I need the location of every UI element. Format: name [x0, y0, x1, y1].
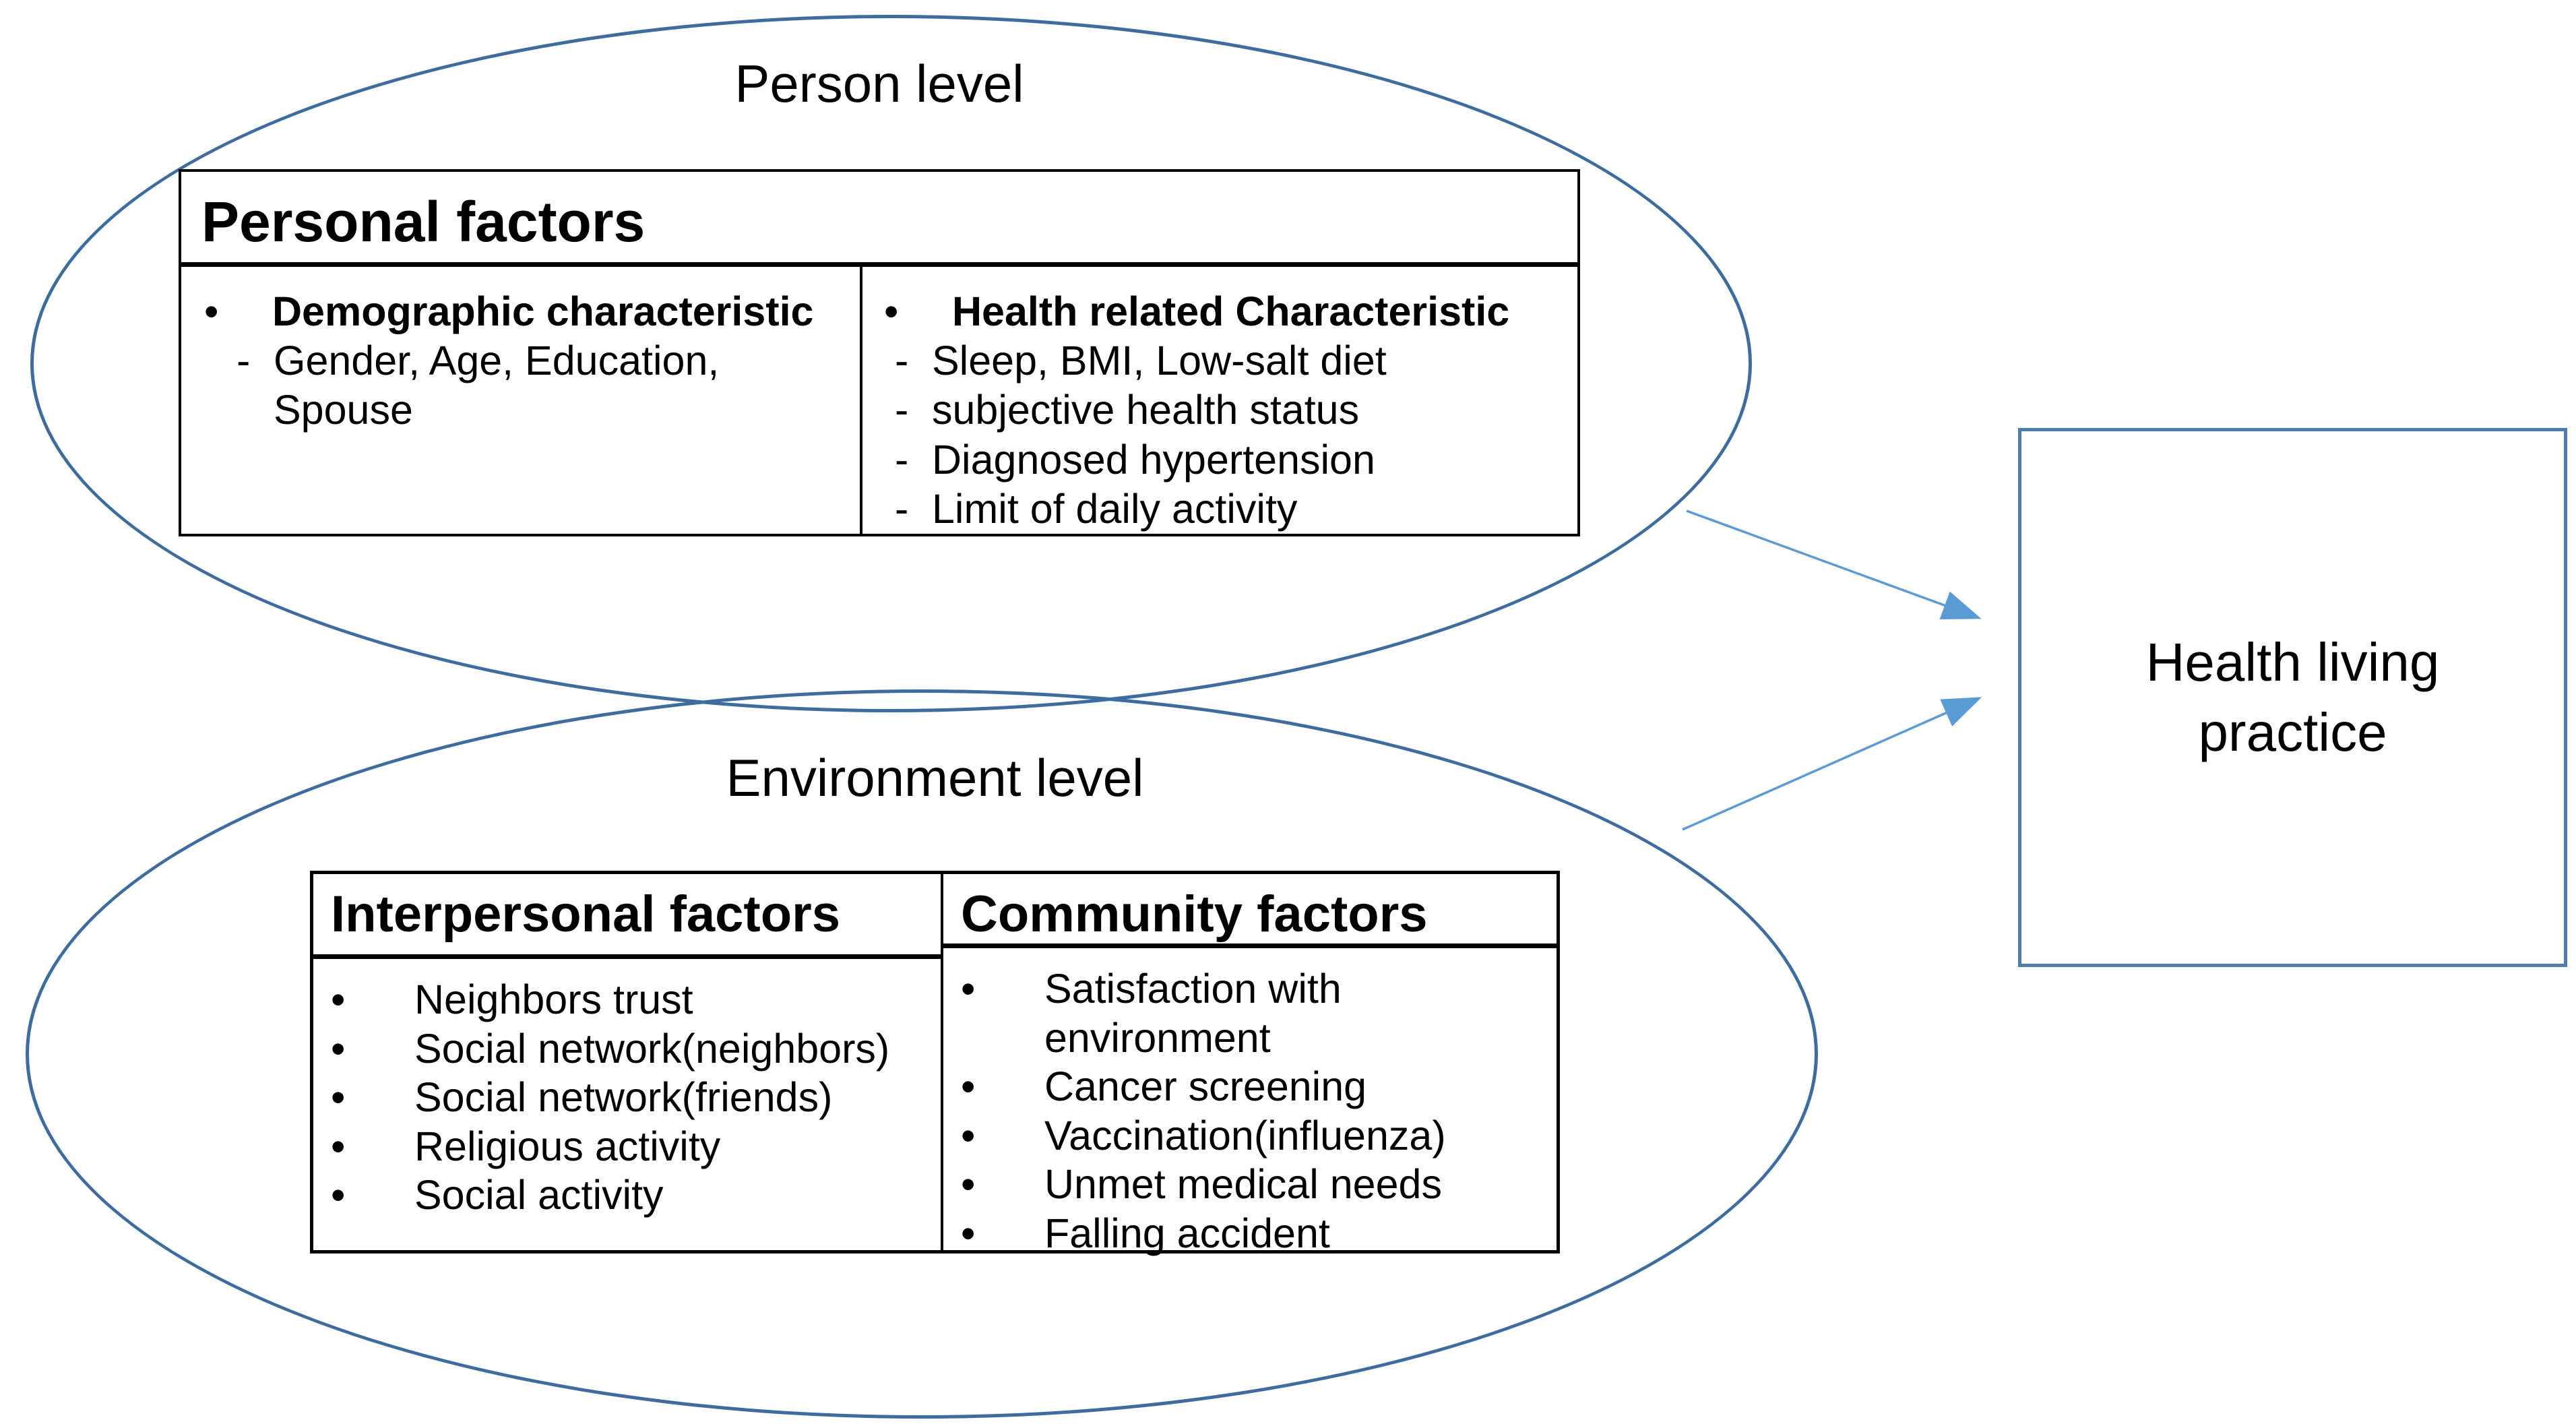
interpersonal-item-text: Social activity — [414, 1172, 664, 1218]
personal-factors-body: • Demographic characteristic - Gender, A… — [181, 267, 1577, 534]
environment-factors-table: Interpersonal factors • Neighbors trust … — [310, 871, 1560, 1256]
dash-icon: - — [895, 338, 909, 384]
bullet-icon: • — [961, 966, 976, 1012]
bullet-icon: • — [961, 1210, 976, 1256]
health-living-practice-box: Health living practice — [2018, 428, 2567, 967]
community-item-text: Satisfaction with environment — [1044, 966, 1342, 1061]
interpersonal-item: • Social network(neighbors) — [328, 1024, 931, 1074]
dash-icon: - — [895, 485, 909, 532]
community-item-text: Falling accident — [1044, 1210, 1330, 1256]
community-item-text: Cancer screening — [1044, 1063, 1367, 1110]
demographic-characteristic-cell: • Demographic characteristic - Gender, A… — [181, 267, 862, 534]
dash-icon: - — [237, 338, 251, 384]
bullet-icon: • — [331, 1025, 346, 1072]
health-item: - subjective health status — [881, 385, 1567, 435]
health-heading: Health related Characteristic — [952, 288, 1510, 335]
health-item-text: subjective health status — [932, 387, 1360, 433]
health-item: - Limit of daily activity — [881, 485, 1567, 534]
demographic-heading-line: • Demographic characteristic — [201, 287, 849, 336]
interpersonal-item: • Religious activity — [328, 1122, 931, 1171]
arrow-person-to-outcome — [1686, 509, 1982, 619]
community-item: • Unmet medical needs — [958, 1160, 1547, 1209]
health-item: - Sleep, BMI, Low-salt diet — [881, 336, 1567, 385]
community-factors-heading: Community factors — [943, 874, 1557, 948]
interpersonal-item-text: Social network(neighbors) — [414, 1025, 890, 1072]
bullet-icon: • — [884, 288, 899, 335]
community-item: • Vaccination(influenza) — [958, 1111, 1547, 1160]
bullet-icon: • — [331, 1123, 346, 1169]
bullet-icon: • — [331, 977, 346, 1022]
bullet-icon: • — [961, 1063, 976, 1110]
interpersonal-item: • Social network(friends) — [328, 1073, 931, 1122]
bullet-icon: • — [961, 1112, 976, 1158]
interpersonal-item: • Neighbors trust — [328, 975, 931, 1024]
health-item-text: Limit of daily activity — [932, 485, 1298, 532]
demographic-heading: Demographic characteristic — [272, 288, 814, 335]
dash-icon: - — [895, 387, 909, 433]
community-item-text: Unmet medical needs — [1044, 1161, 1442, 1208]
health-characteristic-cell: • Health related Characteristic - Sleep,… — [862, 267, 1577, 534]
community-factors-column: Community factors • Satisfaction with en… — [943, 874, 1557, 1256]
interpersonal-item: • Social activity — [328, 1171, 931, 1220]
interpersonal-factors-heading: Interpersonal factors — [313, 874, 941, 959]
health-item-text: Sleep, BMI, Low-salt diet — [932, 338, 1387, 384]
interpersonal-item-text: Religious activity — [414, 1123, 721, 1169]
demographic-item-text: Gender, Age, Education, Spouse — [274, 338, 720, 433]
health-item-text: Diagnosed hypertension — [932, 436, 1375, 483]
environment-level-ellipse — [26, 689, 1818, 1419]
community-item: • Satisfaction with environment — [958, 964, 1547, 1062]
health-living-practice-label: Health living practice — [2145, 632, 2440, 762]
personal-factors-table: Personal factors • Demographic character… — [179, 169, 1580, 536]
community-item: • Cancer screening — [958, 1062, 1547, 1111]
interpersonal-factors-column: Interpersonal factors • Neighbors trust … — [313, 874, 943, 1250]
community-factors-list: • Satisfaction with environment • Cancer… — [943, 948, 1557, 1258]
bullet-icon: • — [331, 1172, 346, 1218]
bullet-icon: • — [331, 1074, 346, 1121]
bullet-icon: • — [961, 1161, 976, 1208]
arrow-environment-to-outcome — [1682, 697, 1982, 831]
health-heading-line: • Health related Characteristic — [881, 287, 1567, 336]
demographic-item: - Gender, Age, Education, Spouse — [201, 336, 849, 435]
interpersonal-item-text: Social network(friends) — [414, 1074, 833, 1121]
interpersonal-item-text: Neighbors trust — [414, 977, 693, 1022]
personal-factors-title: Personal factors — [181, 172, 1577, 268]
person-level-label: Person level — [734, 54, 1024, 113]
environment-level-label: Environment level — [726, 748, 1144, 807]
interpersonal-factors-list: • Neighbors trust • Social network(neigh… — [313, 959, 941, 1250]
community-item: • Falling accident — [958, 1209, 1547, 1258]
dash-icon: - — [895, 436, 909, 483]
bullet-icon: • — [204, 288, 219, 335]
community-item-text: Vaccination(influenza) — [1044, 1112, 1446, 1158]
health-item: - Diagnosed hypertension — [881, 435, 1567, 485]
